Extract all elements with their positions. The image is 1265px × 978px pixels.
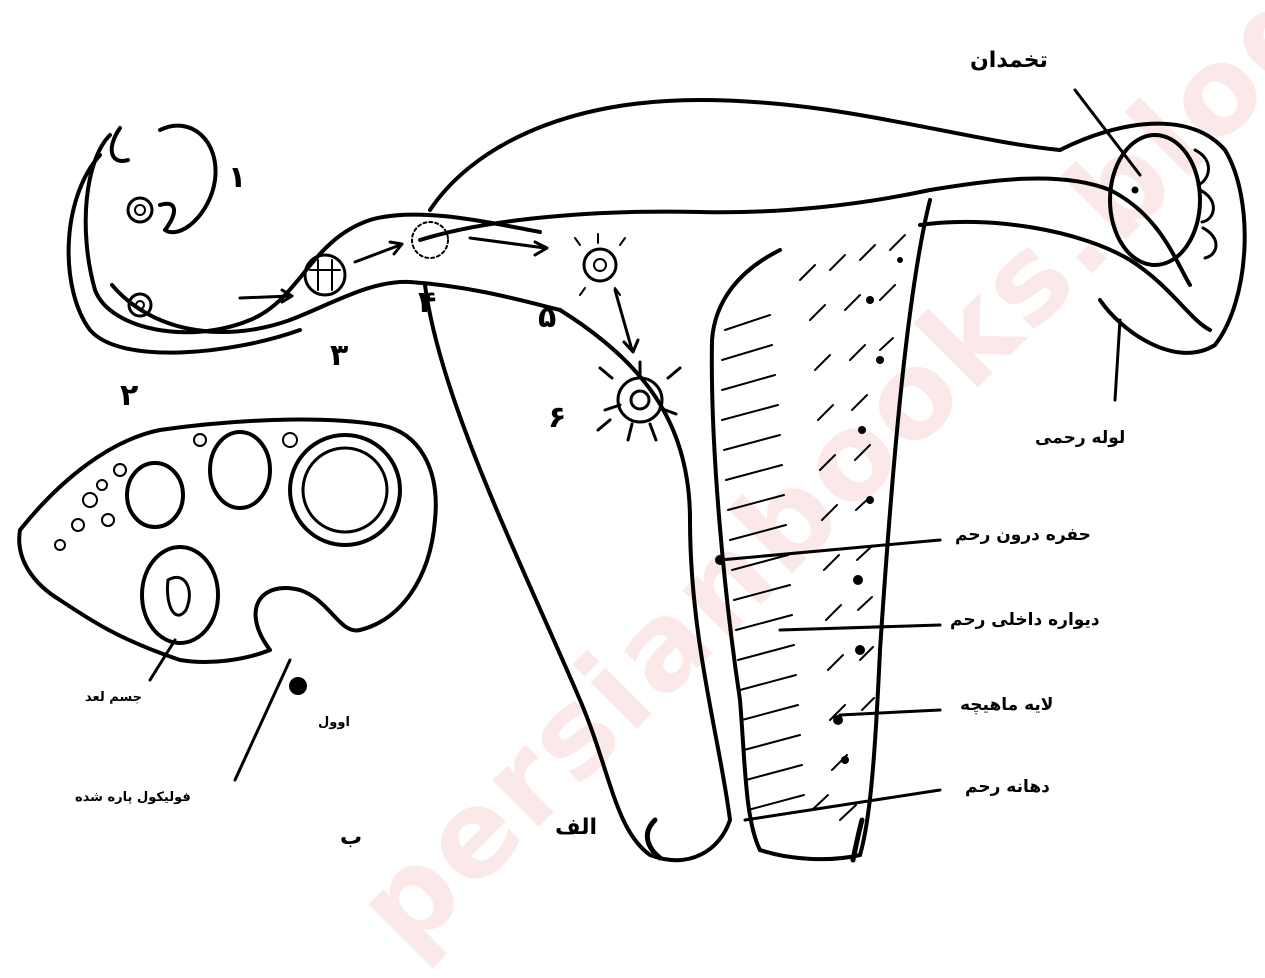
blastocyst-early [412, 222, 448, 258]
myometrium-dots [833, 257, 903, 764]
stage-number-5: ۵ [538, 300, 556, 335]
left-ovum-1-core [135, 205, 145, 215]
corpus-luteum-shape [142, 547, 218, 643]
released-ovum [289, 677, 307, 695]
follicle-2 [127, 463, 183, 527]
left-fimbria [112, 128, 128, 161]
follicle-1 [210, 432, 270, 508]
blastocyst [584, 249, 616, 281]
label-cervix: دهانه رحم [965, 777, 1050, 797]
stage-number-3: ۳ [330, 338, 348, 373]
label-corpus-luteum: جسم لعد [85, 690, 142, 705]
ovary-section [19, 420, 436, 662]
left-ovary [160, 126, 216, 233]
label-part-b: ب [340, 825, 362, 850]
stage-number-4: ۴ [418, 285, 436, 320]
left-tube-outer [69, 155, 300, 353]
label-uterine-cavity: حفره درون رحم [955, 525, 1091, 545]
label-ovary: تخمدان [970, 48, 1048, 73]
stage-number-6: ۶ [548, 400, 566, 435]
right-tube-outer [1060, 124, 1245, 353]
label-part-a: الف [555, 815, 597, 840]
ovary-small-follicles [55, 433, 297, 550]
uterus-diagram: persianbooks.blog [0, 0, 1265, 874]
cavity-left-edge [425, 285, 730, 860]
cavity-inner-edge [560, 310, 730, 820]
endometrium-hatching [722, 315, 804, 810]
label-endometrium: دیواره داخلی رحم [950, 610, 1100, 630]
label-ruptured-follicle: فولیکول پاره شده [75, 790, 191, 805]
stage-number-1: ۱ [228, 160, 246, 195]
stage-number-2: ۲ [120, 378, 138, 413]
morula [305, 255, 345, 295]
follicle-mature [290, 435, 400, 545]
wall-bottom [760, 850, 860, 859]
left-ovum-1 [128, 198, 152, 222]
right-tube-lower [920, 222, 1210, 330]
label-fallopian-tube: لوله رحمی [1035, 428, 1125, 448]
left-tube-lower [112, 282, 560, 332]
label-ovum: اوول [318, 715, 350, 730]
uterus-fundus-line [420, 190, 930, 240]
uterus-outer-wall [430, 100, 1060, 210]
label-myometrium: لایه ماهیچه [960, 695, 1053, 715]
